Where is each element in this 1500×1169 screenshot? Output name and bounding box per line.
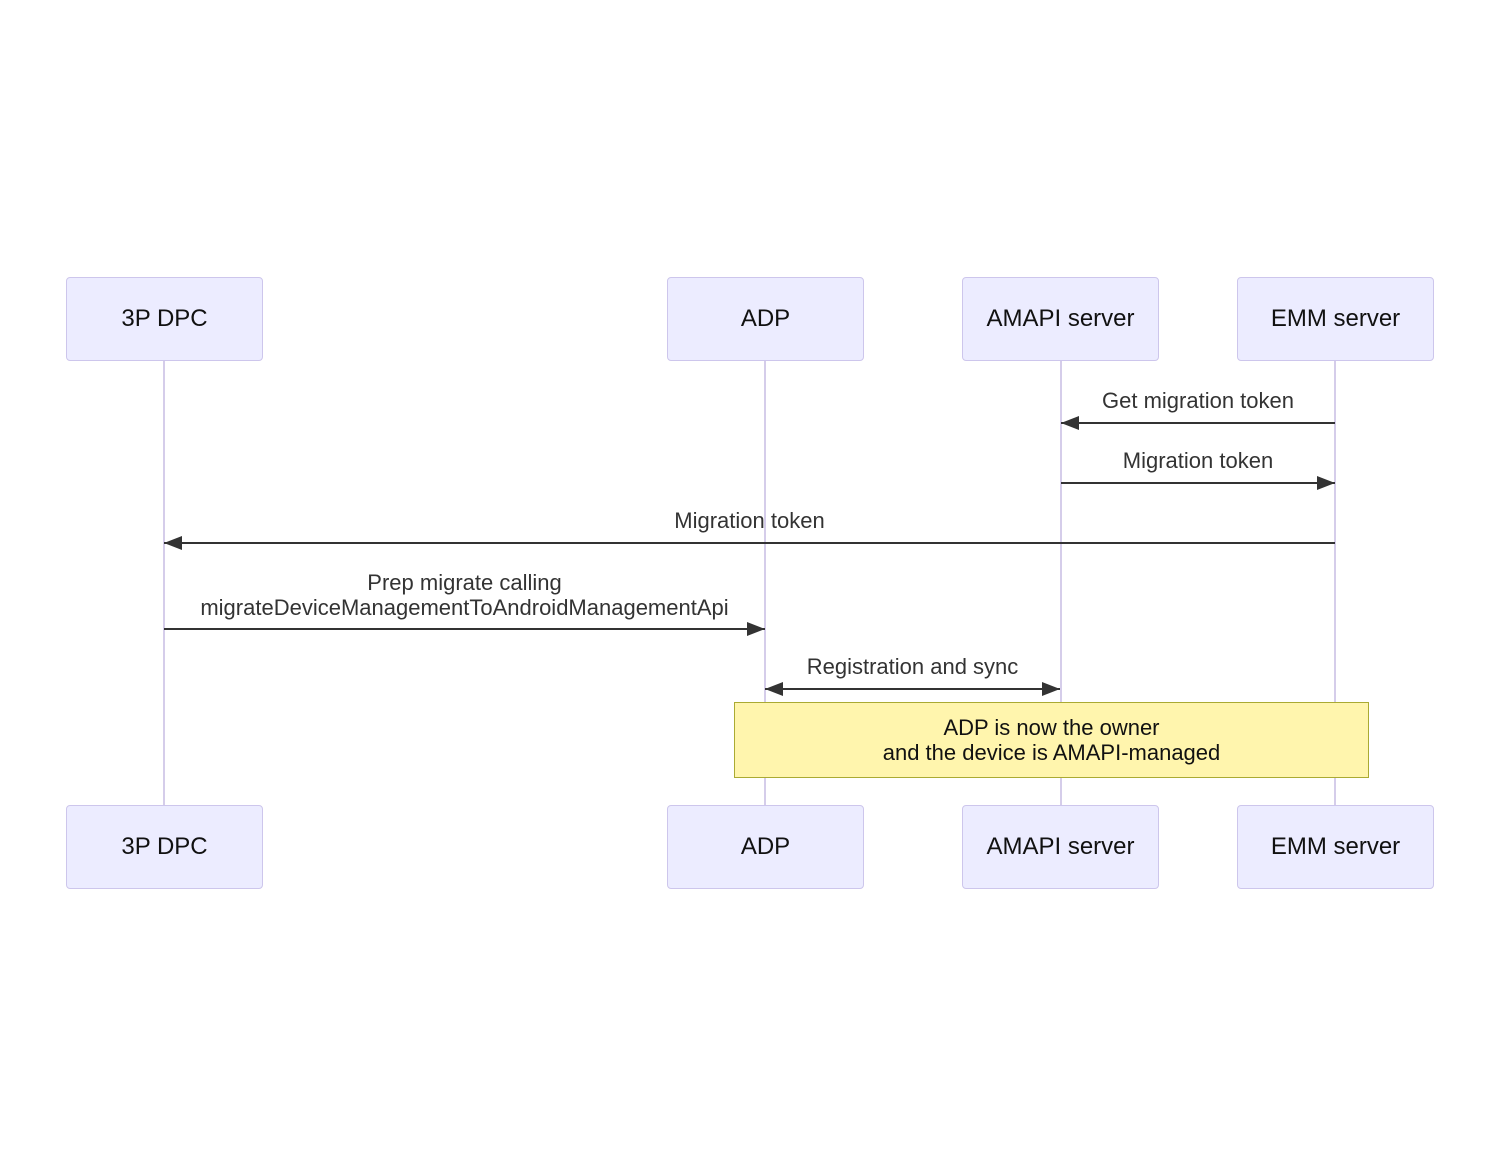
message-label-migration-token-to-dpc: Migration token [674, 508, 825, 533]
message-label-line-2: migrateDeviceManagementToAndroidManageme… [200, 595, 729, 620]
message-arrow-migration-token-to-emm [1061, 476, 1335, 490]
actor-label-3p-dpc: 3P DPC [121, 305, 208, 332]
arrowhead-left-icon [164, 536, 182, 550]
arrowhead-right-icon [747, 622, 765, 636]
lifeline-emm-server [1334, 361, 1336, 805]
note-text-line-1: ADP is now the owner [943, 715, 1160, 740]
lifeline-3p-dpc [163, 361, 165, 805]
message-label-migration-token-to-emm: Migration token [1122, 448, 1274, 473]
actor-box-adp-top: ADP [667, 277, 864, 361]
message-label-line-1: Prep migrate calling [367, 570, 562, 595]
actor-label-emm-server: EMM server [1270, 305, 1401, 332]
actor-box-emm-server-top: EMM server [1237, 277, 1434, 361]
actor-box-3p-dpc-bottom: 3P DPC [66, 805, 263, 889]
actor-label-3p-dpc: 3P DPC [121, 833, 208, 860]
actor-label-amapi-server: AMAPI server [986, 305, 1135, 332]
actor-label-adp: ADP [740, 833, 791, 860]
arrowhead-left-icon [765, 682, 783, 696]
note-text-line-2: and the device is AMAPI-managed [882, 740, 1221, 765]
message-label-prep-migrate: Prep migrate calling migrateDeviceManage… [164, 570, 765, 620]
actor-box-amapi-server-top: AMAPI server [962, 277, 1159, 361]
actor-box-adp-bottom: ADP [667, 805, 864, 889]
lifeline-adp [764, 361, 766, 805]
lifeline-amapi-server [1060, 361, 1062, 805]
message-arrow-migration-token-to-dpc [164, 536, 1335, 550]
arrowhead-left-icon [1061, 416, 1079, 430]
actor-box-emm-server-bottom: EMM server [1237, 805, 1434, 889]
message-label-get-migration-token: Get migration token [1102, 388, 1294, 413]
message-label-registration-and-sync: Registration and sync [806, 654, 1019, 679]
actor-box-3p-dpc-top: 3P DPC [66, 277, 263, 361]
actor-label-emm-server: EMM server [1270, 833, 1401, 860]
actor-label-amapi-server: AMAPI server [986, 833, 1135, 860]
arrowhead-right-icon [1042, 682, 1060, 696]
message-arrow-prep-migrate [164, 622, 765, 636]
actor-label-adp: ADP [740, 305, 791, 332]
message-arrow-get-migration-token [1061, 416, 1335, 430]
note-box: ADP is now the owner and the device is A… [734, 702, 1369, 778]
message-arrow-registration-and-sync [765, 682, 1060, 696]
actor-box-amapi-server-bottom: AMAPI server [962, 805, 1159, 889]
arrowhead-right-icon [1317, 476, 1335, 490]
